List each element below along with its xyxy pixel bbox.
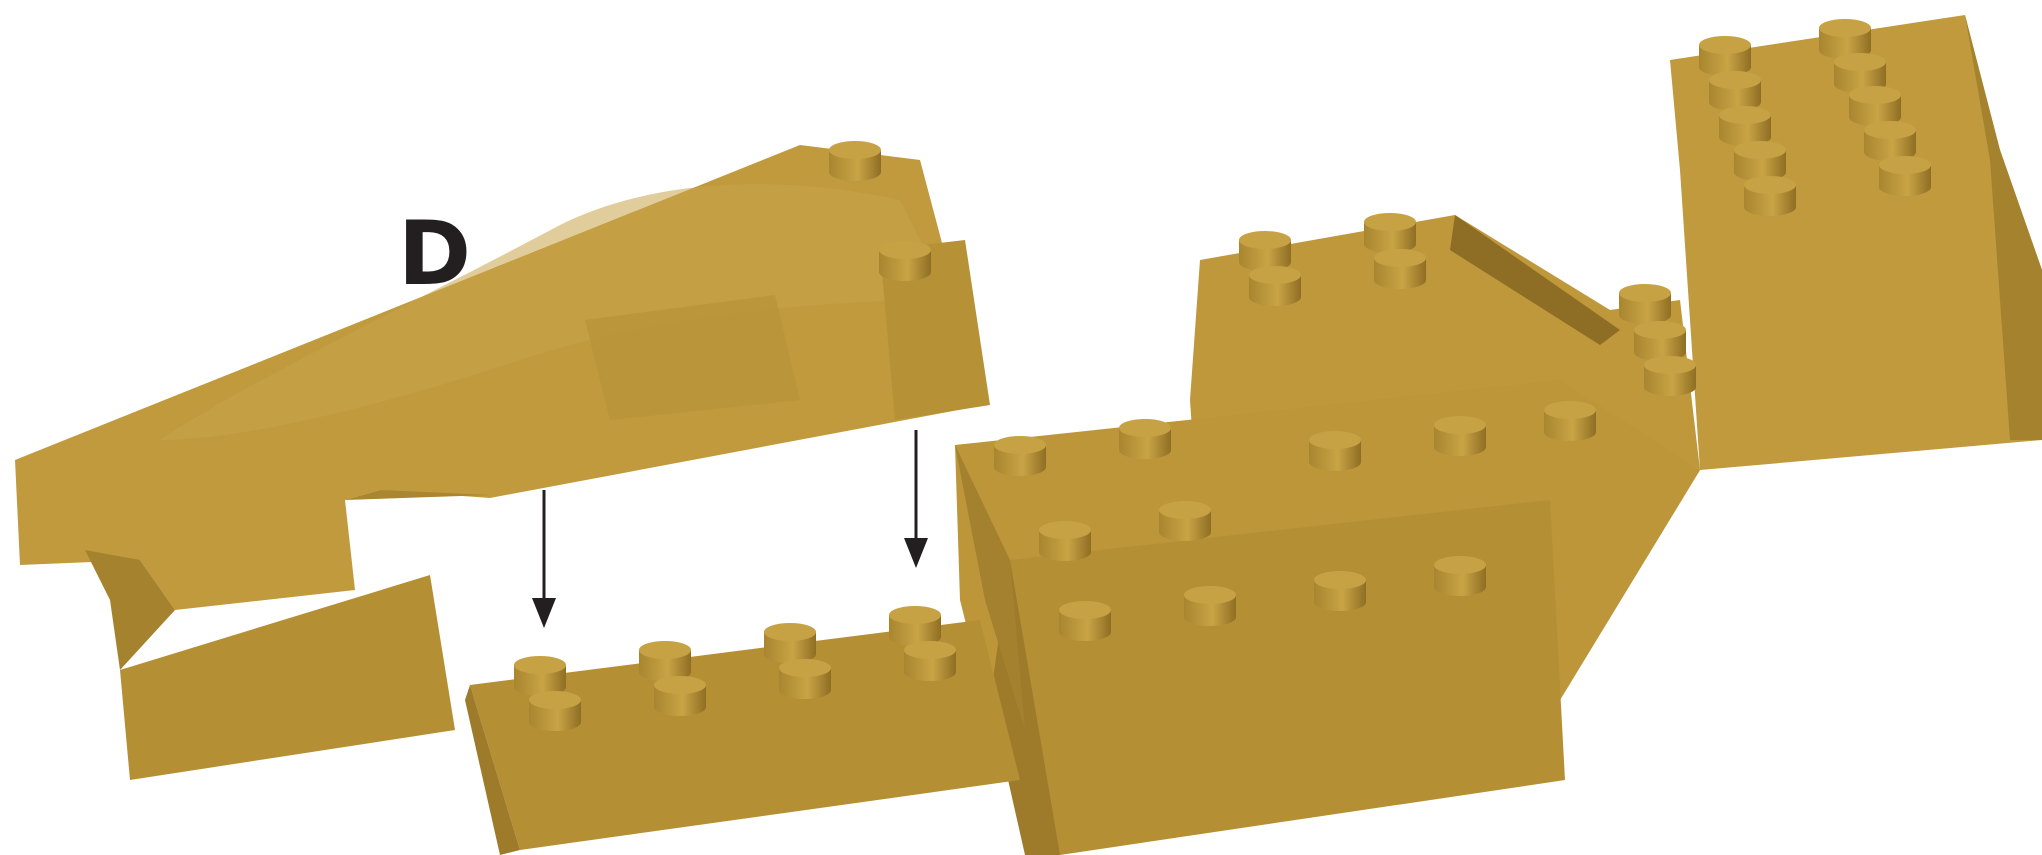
placement-arrow-right (904, 430, 928, 568)
arrow-down-icon (904, 538, 928, 568)
base-assembly (955, 15, 2042, 855)
arrow-down-icon (532, 598, 556, 628)
plate-2x4-top-surface (465, 606, 1020, 855)
step-label: D (398, 210, 471, 298)
placement-arrow-left (532, 490, 556, 628)
